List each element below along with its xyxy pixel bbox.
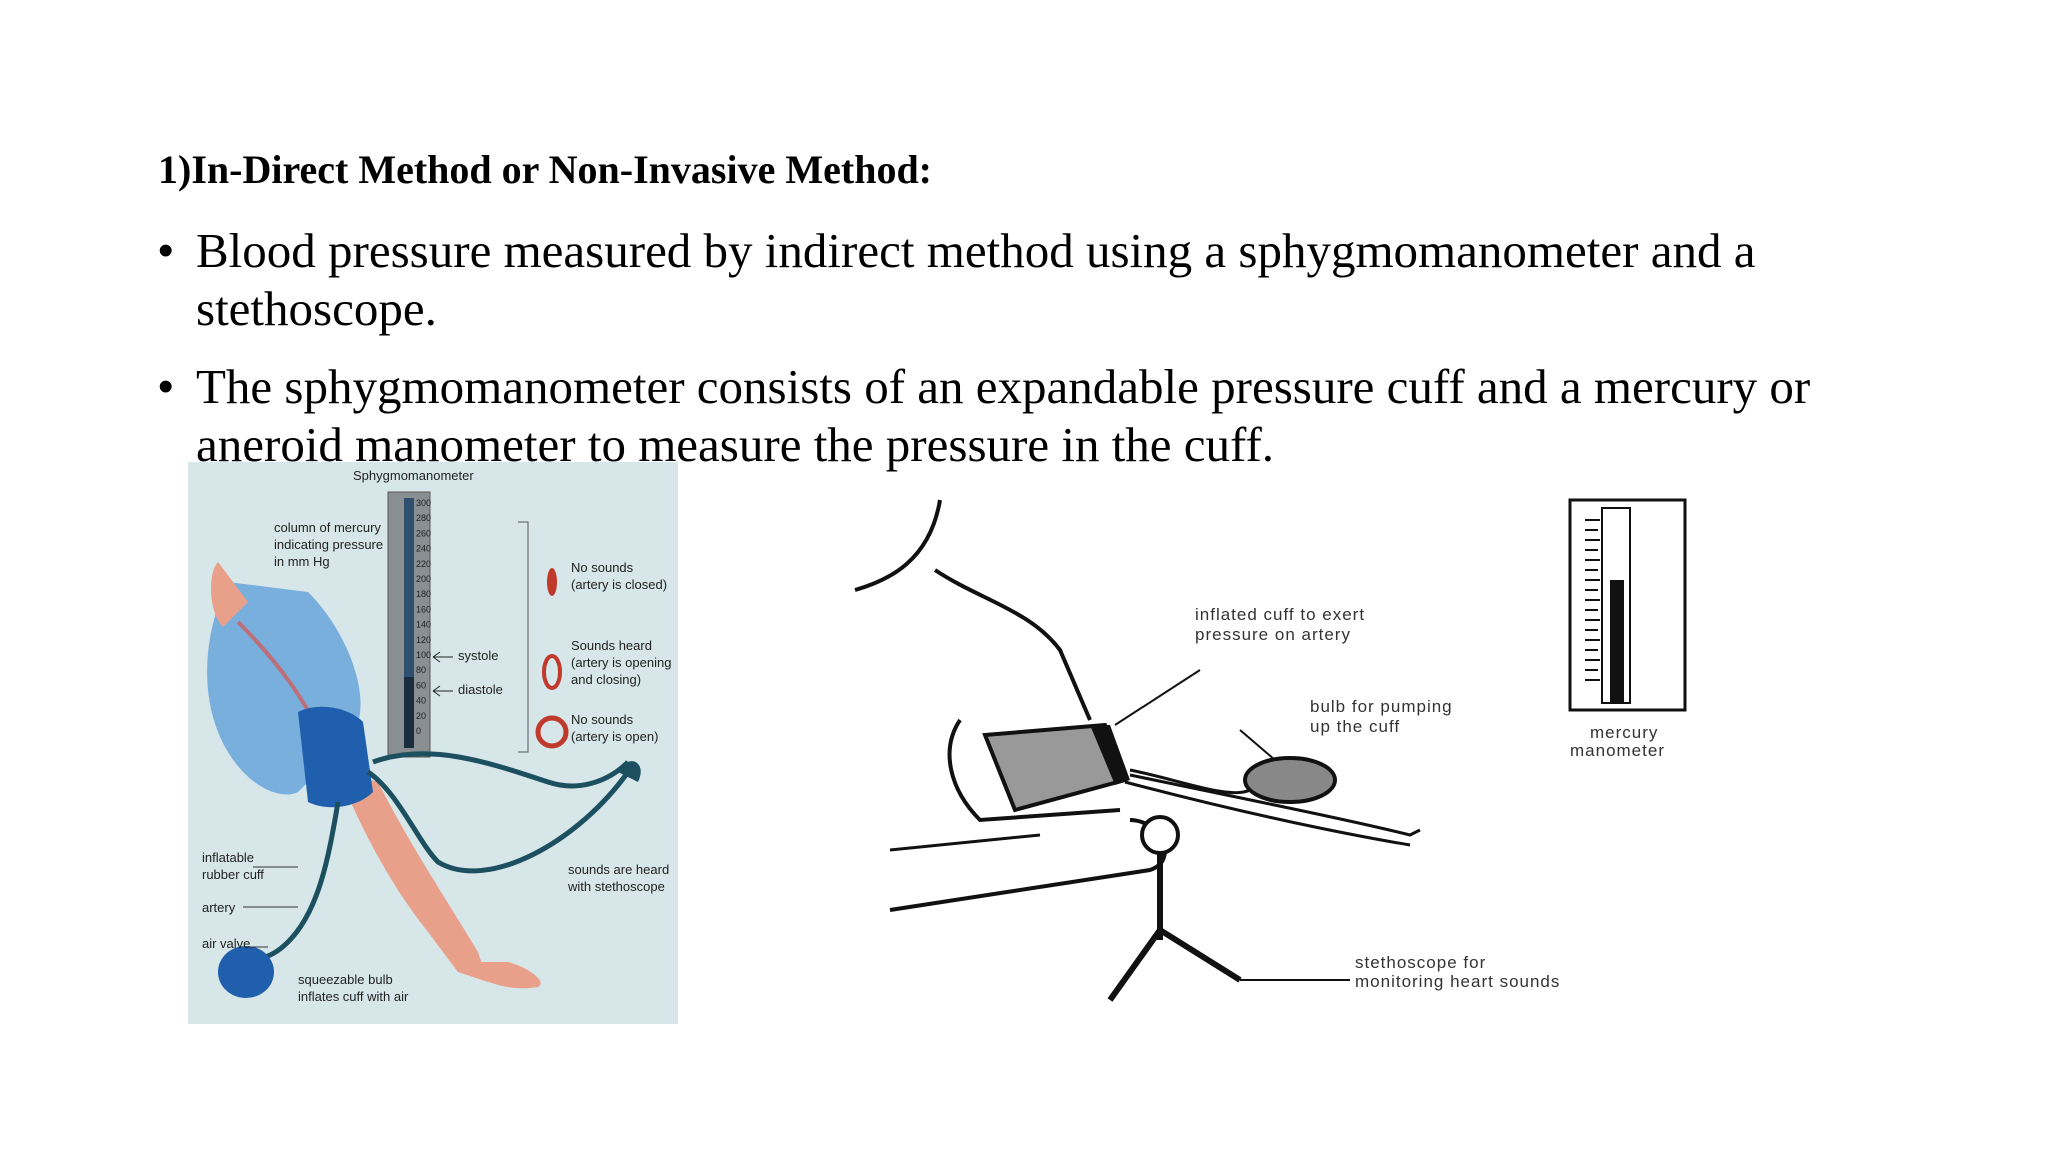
svg-text:monitoring heart sounds: monitoring heart sounds xyxy=(1355,972,1560,991)
svg-text:(artery is closed): (artery is closed) xyxy=(571,577,667,592)
svg-text:sounds are heard: sounds are heard xyxy=(568,862,669,877)
svg-text:in mm Hg: in mm Hg xyxy=(274,554,330,569)
bullet-text: Blood pressure measured by indirect meth… xyxy=(196,223,1756,336)
svg-text:indicating pressure: indicating pressure xyxy=(274,537,383,552)
scale-tick-label: 200 xyxy=(416,574,431,584)
svg-text:column of mercury: column of mercury xyxy=(274,520,381,535)
scale-tick-label: 160 xyxy=(416,604,431,614)
svg-text:with stethoscope: with stethoscope xyxy=(567,879,665,894)
svg-text:stethoscope for: stethoscope for xyxy=(1355,953,1486,972)
scale-tick-label: 180 xyxy=(416,589,431,599)
svg-text:and closing): and closing) xyxy=(571,672,641,687)
svg-text:squeezable bulb: squeezable bulb xyxy=(298,972,393,987)
diastole-label: diastole xyxy=(458,682,503,697)
scale-tick-label: 300 xyxy=(416,498,431,508)
svg-text:(artery is opening: (artery is opening xyxy=(571,655,671,670)
svg-text:mercury: mercury xyxy=(1590,723,1658,742)
svg-text:No sounds: No sounds xyxy=(571,560,634,575)
svg-text:up the cuff: up the cuff xyxy=(1310,717,1400,736)
svg-text:inflated cuff to exert: inflated cuff to exert xyxy=(1195,605,1365,624)
svg-text:inflates cuff with air: inflates cuff with air xyxy=(298,989,409,1004)
cuff-shape xyxy=(298,706,373,808)
scale-tick-label: 140 xyxy=(416,620,431,630)
manometer-scale-labels: 3002802602402202001801601401201008060402… xyxy=(416,498,431,736)
svg-text:air valve: air valve xyxy=(202,936,250,951)
artery-open-icon xyxy=(535,715,569,749)
stethoscope-bell-icon xyxy=(1140,815,1180,855)
bullet-dot: • xyxy=(158,226,174,275)
scale-tick-label: 220 xyxy=(416,559,431,569)
svg-text:(artery is open): (artery is open) xyxy=(571,729,658,744)
scale-tick-label: 80 xyxy=(416,665,426,675)
bullet-text: The sphygmomanometer consists of an expa… xyxy=(196,359,1811,472)
svg-text:inflatable: inflatable xyxy=(202,850,254,865)
bulb-shape xyxy=(218,946,274,998)
svg-text:artery: artery xyxy=(202,900,236,915)
bullet-dot: • xyxy=(158,362,174,411)
artery-opening-icon xyxy=(542,654,562,690)
svg-text:manometer: manometer xyxy=(1570,741,1665,760)
scale-tick-label: 20 xyxy=(416,711,426,721)
systole-label: systole xyxy=(458,648,498,663)
bullet-item: • Blood pressure measured by indirect me… xyxy=(158,222,1918,338)
scale-tick-label: 0 xyxy=(416,726,421,736)
svg-text:rubber cuff: rubber cuff xyxy=(202,867,264,882)
artery-closed-icon xyxy=(547,568,557,596)
scale-tick-label: 120 xyxy=(416,635,431,645)
pump-bulb-shape xyxy=(1243,756,1337,804)
slide-heading: 1)In-Direct Method or Non-Invasive Metho… xyxy=(158,147,933,192)
forearm-shape xyxy=(338,772,488,982)
hand-shape xyxy=(458,962,541,989)
scale-tick-label: 260 xyxy=(416,528,431,538)
figure-title: Sphygmomanometer xyxy=(353,468,474,483)
bullet-item: • The sphygmomanometer consists of an ex… xyxy=(158,358,1918,474)
tube-shape xyxy=(372,751,630,789)
scale-tick-label: 60 xyxy=(416,680,426,690)
svg-text:Sounds heard: Sounds heard xyxy=(571,638,652,653)
shoulder-skin-shape xyxy=(211,562,248,627)
svg-text:No sounds: No sounds xyxy=(571,712,634,727)
scale-tick-label: 280 xyxy=(416,513,431,523)
scale-tick-label: 40 xyxy=(416,696,426,706)
scale-tick-label: 100 xyxy=(416,650,431,660)
svg-text:pressure on artery: pressure on artery xyxy=(1195,625,1351,644)
svg-text:bulb for pumping: bulb for pumping xyxy=(1310,697,1453,716)
scale-tick-label: 240 xyxy=(416,544,431,554)
cuff-measurement-diagram: inflated cuff to exert pressure on arter… xyxy=(830,490,1750,1020)
